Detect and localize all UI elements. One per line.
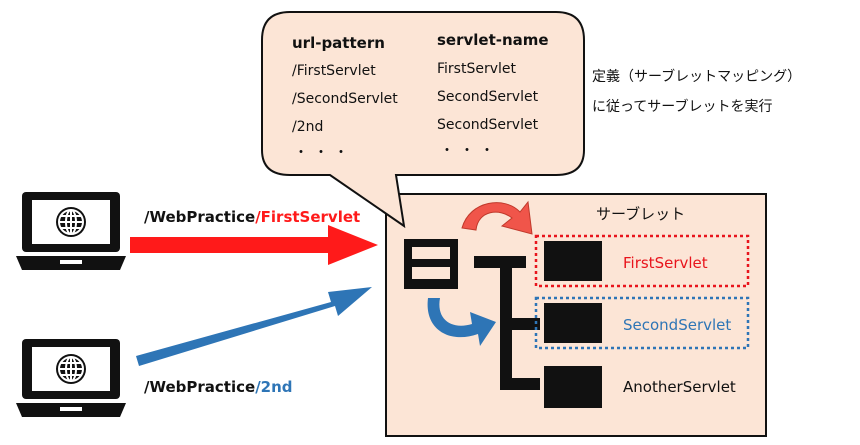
request-path-prefix: /WebPractice [144, 208, 256, 226]
curved-arrow-red [461, 200, 533, 235]
row-url: /FirstServlet [292, 63, 376, 79]
request-path-target: /FirstServlet [255, 208, 361, 226]
servlet-name-first: FirstServlet [623, 254, 708, 272]
servlet-container-label: サーブレット [596, 205, 686, 223]
laptop-globe-icon [16, 339, 126, 417]
row-servlet: FirstServlet [437, 61, 516, 77]
request-path-prefix: /WebPractice [144, 378, 256, 396]
request-path-target: /2nd [255, 378, 293, 396]
first-servlet-block [544, 241, 602, 281]
mapping-note-line1: 定義（サーブレットマッピング） [592, 69, 802, 85]
request-path-first: /WebPractice/FirstServlet [144, 210, 360, 225]
mapping-note-line2: に従ってサーブレットを実行 [592, 99, 773, 115]
row-url: /SecondServlet [292, 91, 398, 107]
request-arrow-first [130, 225, 378, 265]
mapping-speech-bubble [261, 11, 585, 229]
servlet-name-another: AnotherServlet [623, 378, 736, 396]
laptop-globe-icon [16, 192, 126, 270]
another-servlet-block [544, 366, 602, 408]
curved-arrow-blue [427, 298, 496, 346]
row-servlet: SecondServlet [437, 89, 539, 105]
request-arrow-second [136, 287, 372, 366]
header-servlet-name: servlet-name [437, 31, 549, 49]
mapping-table-icon [404, 239, 458, 289]
second-servlet-highlight [534, 296, 750, 350]
request-path-second: /WebPractice/2nd [144, 380, 293, 395]
first-servlet-highlight [534, 234, 750, 288]
row-servlet: SecondServlet [437, 117, 539, 133]
servlet-name-second: SecondServlet [623, 316, 732, 334]
header-url-pattern: url-pattern [292, 34, 385, 52]
dispatch-tree [474, 256, 540, 390]
row-url-ellipsis: ・・・ [294, 145, 354, 161]
row-url: /2nd [292, 119, 324, 135]
row-servlet-ellipsis: ・・・ [440, 143, 500, 159]
second-servlet-block [544, 303, 602, 343]
